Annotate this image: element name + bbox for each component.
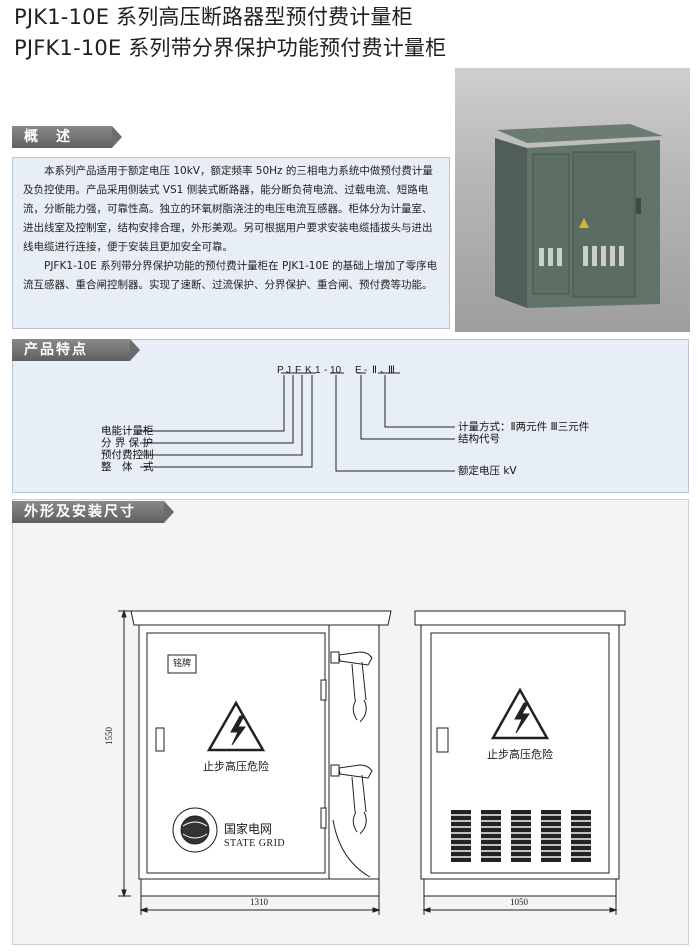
features-panel	[12, 339, 689, 493]
model-char-ii: Ⅱ	[372, 365, 377, 376]
label-metering-cabinet: 电能计量柜	[101, 425, 154, 437]
label-structure-code: 结构代号	[458, 433, 500, 445]
model-char-k: K	[305, 365, 312, 376]
cabinet-photo	[455, 68, 690, 332]
label-integral-type: 整 体 式	[101, 461, 154, 473]
section-header-dimensions: 外形及安装尺寸	[12, 501, 174, 523]
label-prepaid-control: 预付费控制	[101, 449, 154, 461]
cabinet-photo-image	[495, 124, 663, 308]
title-line-1: PJK1-10E 系列高压断路器型预付费计量柜	[14, 5, 413, 29]
model-char-1: 1	[315, 365, 321, 376]
label-boundary-protection: 分 界 保 护	[101, 437, 154, 449]
model-char-iii: Ⅲ	[388, 365, 395, 376]
label-rated-voltage: 额定电压 kV	[458, 465, 517, 477]
title-line-2: PJFK1-10E 系列带分界保护功能预付费计量柜	[14, 36, 447, 60]
section-header-overview: 概 述	[12, 126, 122, 148]
model-code-diagram	[140, 372, 455, 472]
warning-text-front: 止步高压危险	[203, 760, 269, 773]
warning-text-side: 止步高压危险	[487, 748, 553, 761]
logo-text-en: STATE GRID	[224, 838, 286, 849]
model-char-10: 10	[330, 365, 342, 376]
model-char-sep: 、	[380, 365, 390, 376]
front-width-dimension: 1310	[250, 897, 268, 907]
model-char-dash-2: -	[364, 365, 368, 376]
logo-text-cn: 国家电网	[224, 822, 273, 836]
label-metering-method: 计量方式：Ⅱ两元件 Ⅲ三元件	[458, 421, 590, 433]
section-header-features: 产品特点	[12, 339, 140, 361]
height-dimension: 1550	[104, 727, 114, 745]
overview-paragraph-2: PJFK1-10E 系列带分界保护功能的预付费计量柜在 PJK1-10E 的基础…	[23, 260, 438, 291]
nameplate-label: 铭牌	[173, 659, 192, 669]
overview-paragraph-1: 本系列产品适用于额定电压 10kV，额定频率 50Hz 的三相电力系统中做预付费…	[23, 165, 433, 253]
model-char-e: E	[355, 365, 362, 376]
overview-panel: 本系列产品适用于额定电压 10kV，额定频率 50Hz 的三相电力系统中做预付费…	[12, 157, 450, 329]
side-width-dimension: 1050	[510, 897, 528, 907]
model-char-j: J	[286, 365, 291, 376]
model-char-p: P	[277, 365, 284, 376]
model-char-dash-1: -	[324, 365, 328, 376]
model-char-f: F	[295, 365, 302, 376]
